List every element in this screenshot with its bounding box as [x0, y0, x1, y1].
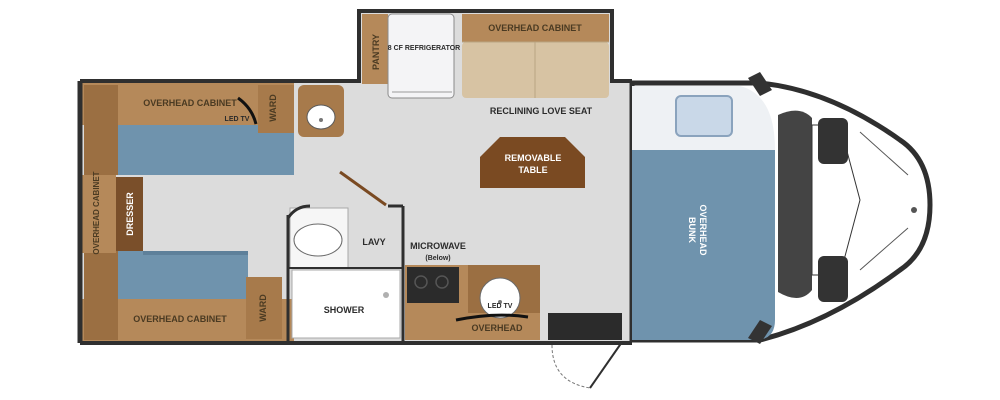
- kitchen-sink-drain-icon: [498, 300, 502, 304]
- pantry: [362, 14, 388, 84]
- pillow-icon: [675, 95, 733, 137]
- shower-drain-icon: [383, 292, 389, 298]
- refrigerator-label: 8 CF REFRIGERATOR: [388, 45, 460, 52]
- rear-bed-top: [118, 125, 294, 175]
- ward-bottom-label: WARD: [258, 294, 268, 322]
- stove: [407, 267, 459, 303]
- shower: [291, 269, 401, 339]
- windshield-icon: [778, 110, 812, 299]
- overhead-bunk-label-2: BUNK: [687, 217, 697, 243]
- rear-bed-bottom: [118, 251, 248, 299]
- overhead-bunk: [632, 150, 775, 340]
- removable-table-label-1: REMOVABLE: [505, 153, 562, 163]
- side-mirror-bottom-icon: [748, 320, 772, 344]
- mirror-bottom-icon: [818, 256, 848, 302]
- overhead-cabinet-side-label: OVERHEAD CABINET: [92, 171, 101, 254]
- rear-cabinet-top-corner: [84, 85, 118, 175]
- led-tv-kitchen-label: LED TV: [488, 303, 513, 310]
- entry-door-swing: [551, 344, 591, 389]
- led-tv-kitchen-icon: [455, 313, 529, 322]
- side-mirror-top-icon: [748, 72, 772, 96]
- rear-cabinet-bottom-corner: [84, 250, 118, 340]
- overhead-cabinet-rear-top-label: OVERHEAD CABINET: [143, 98, 237, 108]
- ward-top-label: WARD: [268, 94, 278, 122]
- overhead-bunk-label-1: OVERHEAD: [698, 204, 708, 256]
- sink-drain-top-icon: [319, 118, 323, 122]
- bath-door-swing: [339, 170, 387, 207]
- rear-cabinet-side: [82, 175, 116, 253]
- reclining-love-seat-label: RECLINING LOVE SEAT: [490, 106, 593, 116]
- dresser: [116, 177, 143, 251]
- pantry-label: PANTRY: [371, 34, 381, 70]
- sink-top-icon: [306, 104, 336, 130]
- entry-step: [548, 313, 622, 340]
- exterior-wall: [80, 9, 632, 345]
- led-tv-rear-icon: [237, 96, 258, 125]
- entry-door: [589, 341, 623, 389]
- microwave-note-label: (Below): [425, 255, 450, 262]
- lavy-label: LAVY: [362, 237, 385, 247]
- led-tv-rear-label: LED TV: [225, 116, 250, 123]
- burner-1-icon: [414, 275, 428, 289]
- shower-label: SHOWER: [324, 305, 365, 315]
- overhead-cabinet-bottom-label: OVERHEAD CABINET: [133, 314, 227, 324]
- removable-table: [480, 137, 585, 188]
- overhead-cabinet-slide: [462, 14, 609, 42]
- bath-wall-top: [286, 204, 311, 219]
- burner-2-icon: [435, 275, 449, 289]
- mirror-top-icon: [818, 118, 848, 164]
- hood-line-icon: [859, 131, 909, 176]
- overhead-label: OVERHEAD: [471, 323, 523, 333]
- emblem-icon: [911, 207, 917, 213]
- hood-line-2-icon: [859, 227, 909, 271]
- refrigerator: [387, 13, 455, 99]
- overhead-cabinet-slide-label: OVERHEAD CABINET: [488, 23, 582, 33]
- dresser-label: DRESSER: [125, 192, 135, 236]
- ward-bottom: [246, 277, 282, 339]
- rear-bed-bottom-ext: [143, 251, 248, 255]
- microwave-label: MICROWAVE: [410, 241, 466, 251]
- removable-table-label-2: TABLE: [518, 165, 547, 175]
- ward-top: [258, 85, 294, 133]
- kitchen-sink-icon: [479, 277, 521, 319]
- toilet-icon: [293, 223, 343, 257]
